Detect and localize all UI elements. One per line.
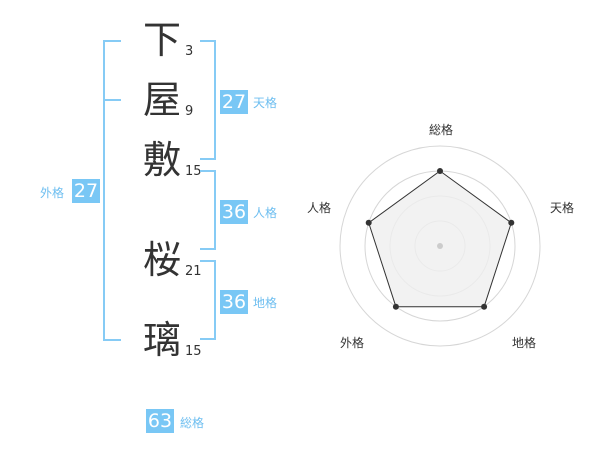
- radar-label-gaikaku: 外格: [339, 336, 365, 350]
- chikaku-value: 36: [220, 290, 248, 314]
- jinkaku-bracket: [200, 170, 216, 250]
- radar-label-chikaku: 地格: [511, 336, 537, 350]
- tenkaku-value: 27: [220, 90, 248, 114]
- radar-point-5: [365, 219, 372, 226]
- tenkaku-bracket: [200, 40, 216, 160]
- name-char-3: 敷: [142, 138, 181, 182]
- gaikaku-label: 外格: [40, 186, 65, 200]
- radar-label-jinkaku: 人格: [306, 201, 332, 215]
- radar-label-soukaku: 総格: [428, 123, 454, 137]
- stroke-count-4: 21: [185, 264, 202, 279]
- radar-ring-4: [339, 145, 541, 347]
- radar-point-4: [392, 303, 399, 310]
- radar-label-tenkaku: 天格: [549, 201, 575, 215]
- chikaku-label: 地格: [253, 296, 278, 310]
- stroke-count-5: 15: [185, 344, 202, 359]
- jinkaku-value: 36: [220, 200, 248, 224]
- name-char-2: 屋: [142, 78, 181, 122]
- radar-point-2: [508, 219, 515, 226]
- radar-center: [437, 243, 443, 249]
- soukaku-value: 63: [146, 409, 174, 433]
- gaikaku-bracket-divider: [103, 99, 121, 101]
- name-char-4: 桜: [142, 238, 181, 282]
- name-char-1: 下: [142, 18, 181, 62]
- radar-point-3: [481, 303, 488, 310]
- soukaku-label: 総格: [180, 416, 205, 430]
- name-char-5: 璃: [142, 318, 181, 362]
- stroke-count-3: 15: [185, 164, 202, 179]
- stroke-count-1: 3: [185, 44, 194, 59]
- jinkaku-label: 人格: [253, 206, 278, 220]
- gaikaku-value: 27: [72, 179, 100, 203]
- chikaku-bracket: [200, 260, 216, 340]
- gaikaku-bracket: [103, 40, 121, 341]
- radar-point-1: [437, 168, 443, 174]
- radar-polygon: [368, 170, 512, 308]
- tenkaku-label: 天格: [253, 96, 278, 110]
- stroke-count-2: 9: [185, 104, 194, 119]
